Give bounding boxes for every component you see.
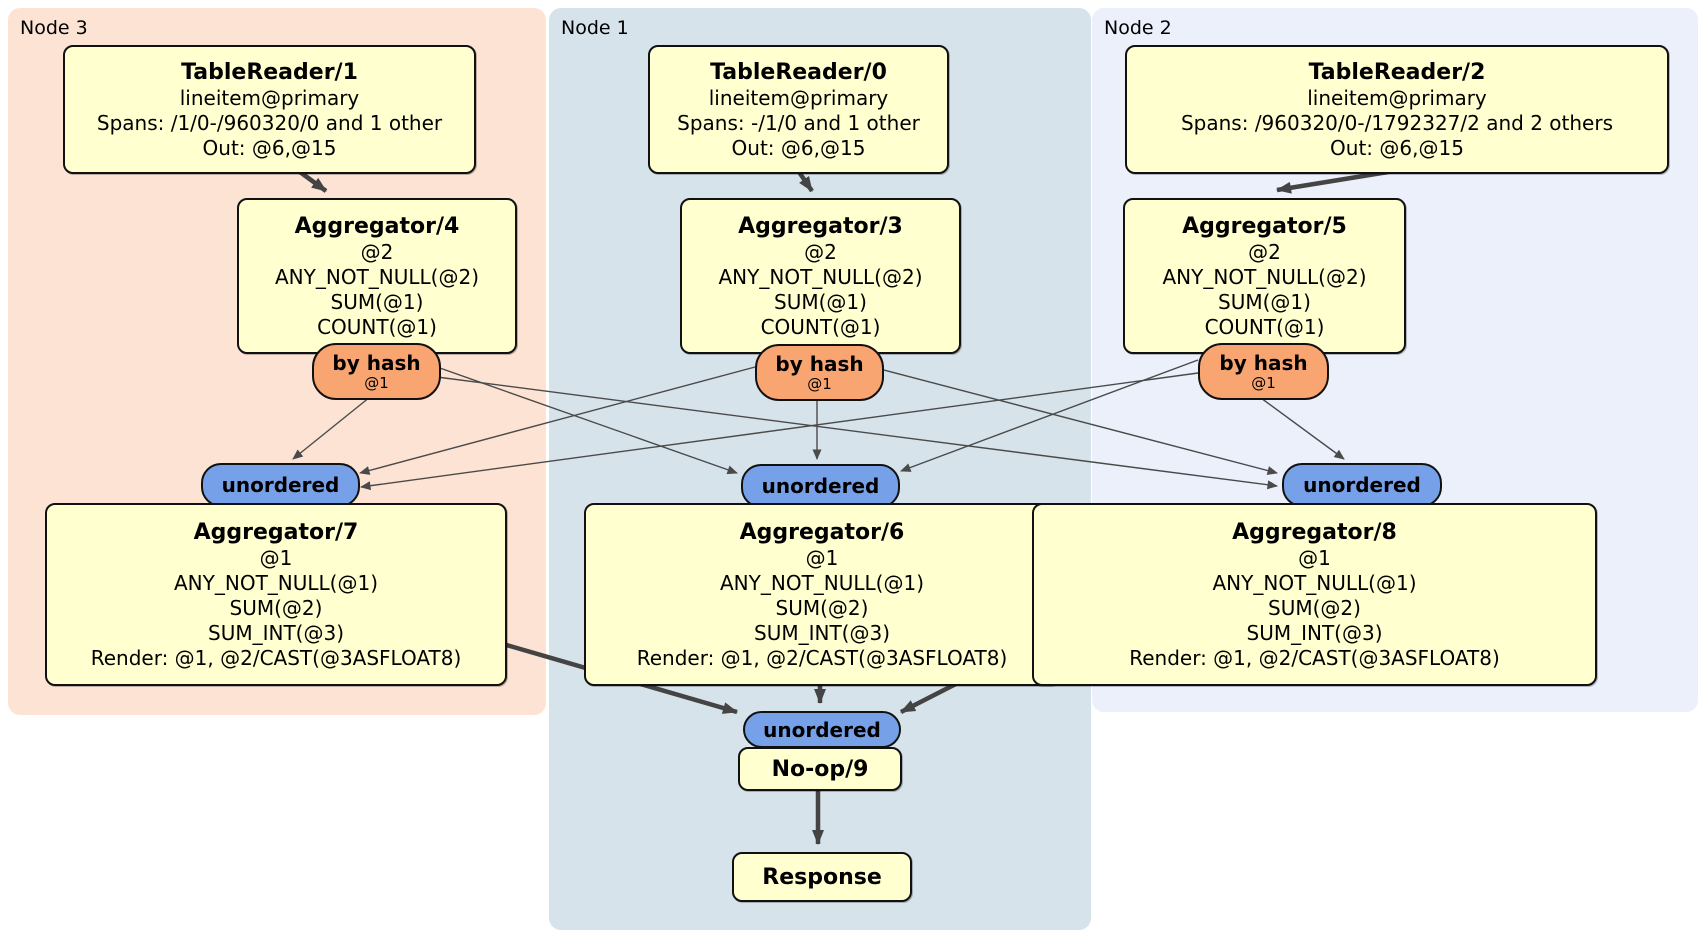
- region-node1-label: Node 1: [561, 17, 629, 39]
- processor-detail-line: Render: @1, @2/CAST(@3ASFLOAT8): [1129, 645, 1500, 670]
- processor-detail-line: Out: @6,@15: [1330, 135, 1464, 160]
- edge-router3-sync1: [436, 366, 738, 475]
- router-by-hash-node3: by hash @1: [312, 343, 441, 400]
- processor-tablereader-2: TableReader/2 lineitem@primary Spans: /9…: [1125, 45, 1669, 174]
- edge-router3-sync2: [436, 376, 1278, 490]
- processor-detail-line: SUM(@2): [775, 595, 869, 620]
- processor-detail-line: lineitem@primary: [1307, 85, 1487, 110]
- processor-title: Aggregator/6: [739, 519, 905, 545]
- edge-router3-sync3: [292, 396, 371, 460]
- processor-detail-line: Spans: -/1/0 and 1 other: [677, 110, 920, 135]
- processor-title: Aggregator/7: [193, 519, 359, 545]
- processor-detail-line: ANY_NOT_NULL(@2): [718, 264, 923, 289]
- processor-response: Response: [732, 852, 912, 902]
- processor-aggregator-4: Aggregator/4 @2 ANY_NOT_NULL(@2) SUM(@1)…: [237, 198, 517, 354]
- edge-router2-sync2: [1260, 397, 1345, 460]
- processor-detail-line: @1: [805, 545, 839, 570]
- processor-detail-line: @2: [804, 239, 837, 264]
- processor-detail-line: SUM(@1): [774, 289, 867, 314]
- processor-title: Aggregator/5: [1182, 213, 1347, 239]
- processor-aggregator-8: Aggregator/8 @1 ANY_NOT_NULL(@1) SUM(@2)…: [1032, 503, 1597, 686]
- processor-aggregator-6: Aggregator/6 @1 ANY_NOT_NULL(@1) SUM(@2)…: [584, 503, 1060, 686]
- router-label: by hash: [775, 351, 864, 376]
- processor-title: TableReader/2: [1308, 59, 1486, 85]
- processor-detail-line: SUM_INT(@3): [1246, 620, 1383, 645]
- processor-detail-line: SUM(@1): [1218, 289, 1311, 314]
- processor-detail-line: Render: @1, @2/CAST(@3ASFLOAT8): [636, 645, 1008, 670]
- processor-detail-line: COUNT(@1): [1204, 314, 1325, 339]
- processor-detail-line: ANY_NOT_NULL(@1): [174, 570, 378, 595]
- processor-detail-line: ANY_NOT_NULL(@1): [720, 570, 924, 595]
- router-key: @1: [807, 374, 832, 393]
- processor-detail-line: lineitem@primary: [179, 85, 360, 110]
- processor-title: Response: [762, 864, 882, 890]
- edge-router1-sync2: [879, 368, 1278, 475]
- processor-tablereader-0: TableReader/0 lineitem@primary Spans: -/…: [648, 45, 949, 174]
- processor-title: TableReader/0: [710, 59, 887, 85]
- processor-title: Aggregator/3: [738, 213, 903, 239]
- processor-detail-line: ANY_NOT_NULL(@1): [1212, 570, 1417, 595]
- processor-detail-line: SUM_INT(@3): [754, 620, 890, 645]
- router-by-hash-node2: by hash @1: [1198, 343, 1329, 400]
- processor-detail-line: Out: @6,@15: [202, 135, 337, 160]
- edge-tr0-agg3: [797, 170, 814, 193]
- processor-detail-line: Spans: /1/0-/960320/0 and 1 other: [96, 110, 443, 135]
- edge-tr2-agg5: [1276, 169, 1389, 194]
- sync-unordered-node1: unordered: [741, 464, 900, 508]
- processor-aggregator-5: Aggregator/5 @2 ANY_NOT_NULL(@2) SUM(@1)…: [1123, 198, 1406, 354]
- processor-detail-line: @2: [360, 239, 394, 264]
- processor-detail-line: Out: @6,@15: [731, 135, 866, 160]
- processor-noop-9: No-op/9: [738, 747, 902, 791]
- processor-title: TableReader/1: [181, 59, 358, 85]
- router-key: @1: [364, 373, 389, 392]
- edge-router2-sync1: [900, 359, 1199, 472]
- processor-detail-line: lineitem@primary: [708, 85, 889, 110]
- processor-aggregator-3: Aggregator/3 @2 ANY_NOT_NULL(@2) SUM(@1)…: [680, 198, 961, 354]
- processor-detail-line: Spans: /960320/0-/1792327/2 and 2 others: [1180, 110, 1613, 135]
- processor-detail-line: COUNT(@1): [317, 314, 437, 339]
- region-node2-label: Node 2: [1104, 17, 1172, 39]
- processor-detail-line: @2: [1248, 239, 1281, 264]
- processor-detail-line: SUM(@2): [229, 595, 323, 620]
- edge-router2-sync3: [360, 372, 1199, 491]
- processor-title: Aggregator/4: [294, 213, 460, 239]
- processor-detail-line: COUNT(@1): [760, 314, 881, 339]
- sync-unordered-node3: unordered: [201, 463, 360, 507]
- processor-detail-line: ANY_NOT_NULL(@2): [1162, 264, 1367, 289]
- processor-aggregator-7: Aggregator/7 @1 ANY_NOT_NULL(@1) SUM(@2)…: [45, 503, 507, 686]
- processor-detail-line: @1: [1298, 545, 1331, 570]
- sync-unordered-final: unordered: [743, 711, 901, 748]
- router-by-hash-node1: by hash @1: [755, 344, 884, 401]
- router-label: by hash: [1219, 350, 1308, 375]
- processor-detail-line: Render: @1, @2/CAST(@3ASFLOAT8): [90, 645, 462, 670]
- processor-title: Aggregator/8: [1232, 519, 1397, 545]
- processor-detail-line: @1: [259, 545, 293, 570]
- edge-router1-sync3: [359, 366, 756, 475]
- processor-detail-line: SUM(@2): [1268, 595, 1361, 620]
- processor-detail-line: SUM(@1): [330, 289, 424, 314]
- processor-detail-line: ANY_NOT_NULL(@2): [275, 264, 479, 289]
- sync-unordered-node2: unordered: [1282, 463, 1442, 507]
- router-label: by hash: [332, 350, 421, 375]
- processor-tablereader-1: TableReader/1 lineitem@primary Spans: /1…: [63, 45, 476, 174]
- router-key: @1: [1251, 373, 1276, 392]
- region-node3-label: Node 3: [20, 17, 88, 39]
- processor-detail-line: SUM_INT(@3): [208, 620, 344, 645]
- edge-tr1-agg4: [298, 170, 328, 193]
- processor-title: No-op/9: [771, 756, 869, 782]
